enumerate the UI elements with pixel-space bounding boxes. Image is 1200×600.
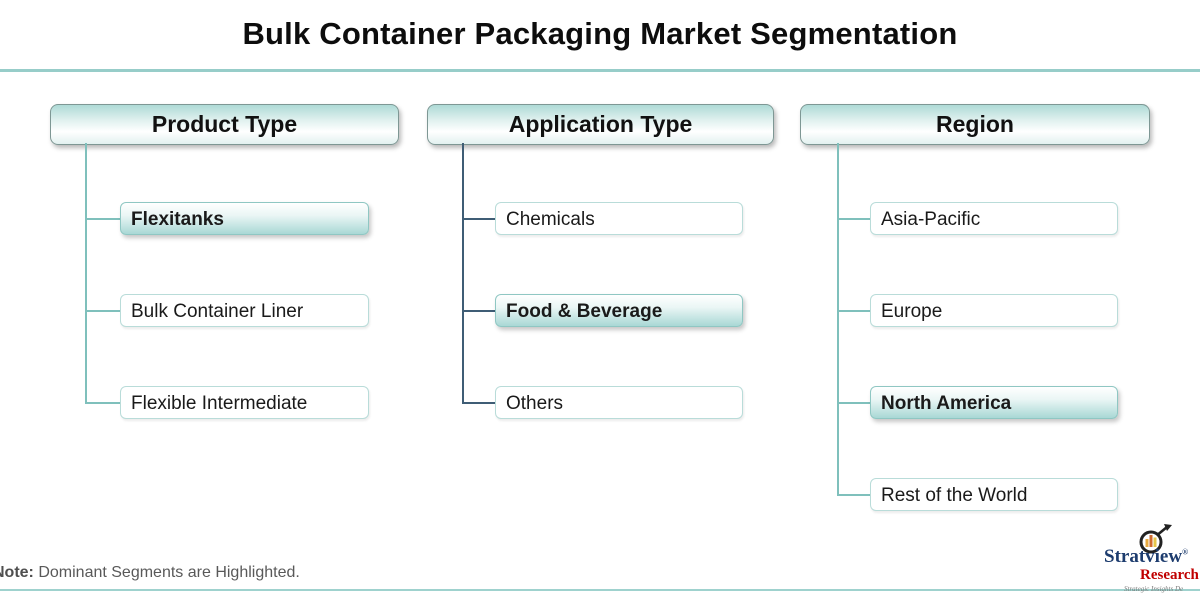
connector-stub xyxy=(463,310,495,312)
connector-vline-product-type xyxy=(85,143,87,404)
connector-stub xyxy=(463,218,495,220)
connector-stub xyxy=(838,218,870,220)
magnifier-bar-chart-arrow-icon xyxy=(1139,524,1172,554)
logo-tagline: Strategic Insights De xyxy=(1124,585,1184,593)
segment-europe: Europe xyxy=(870,294,1118,327)
logo-research-text: Research xyxy=(1140,567,1199,583)
logo-brand-text: Stratview® xyxy=(1104,546,1189,567)
bottom-border-line xyxy=(0,589,1200,591)
column-header-region: Region xyxy=(800,104,1150,145)
segment-asia-pacific: Asia-Pacific xyxy=(870,202,1118,235)
footnote: Note: Dominant Segments are Highlighted. xyxy=(0,564,300,582)
segment-flexitanks: Flexitanks xyxy=(120,202,369,235)
title-divider-line xyxy=(0,69,1200,72)
connector-stub xyxy=(463,402,495,404)
connector-stub xyxy=(86,218,120,220)
connector-stub xyxy=(838,310,870,312)
segment-bulk-container-liner: Bulk Container Liner xyxy=(120,294,369,327)
segment-others: Others xyxy=(495,386,743,419)
connector-vline-application-type xyxy=(462,143,464,404)
column-header-product-type: Product Type xyxy=(50,104,399,145)
page-title: Bulk Container Packaging Market Segmenta… xyxy=(242,16,958,51)
footnote-text: Dominant Segments are Highlighted. xyxy=(33,564,300,581)
footnote-label: Note: xyxy=(0,564,34,581)
connector-stub xyxy=(86,310,120,312)
registered-mark: ® xyxy=(1182,547,1189,557)
segment-flexible-intermediate: Flexible Intermediate xyxy=(120,386,369,419)
segment-food-beverage: Food & Beverage xyxy=(495,294,743,327)
segment-rest-of-world: Rest of the World xyxy=(870,478,1118,511)
connector-stub xyxy=(838,494,870,496)
connector-stub xyxy=(838,402,870,404)
segment-north-america: North America xyxy=(870,386,1118,419)
connector-vline-region xyxy=(837,143,839,496)
segment-chemicals: Chemicals xyxy=(495,202,743,235)
connector-stub xyxy=(86,402,120,404)
column-header-application-type: Application Type xyxy=(427,104,774,145)
